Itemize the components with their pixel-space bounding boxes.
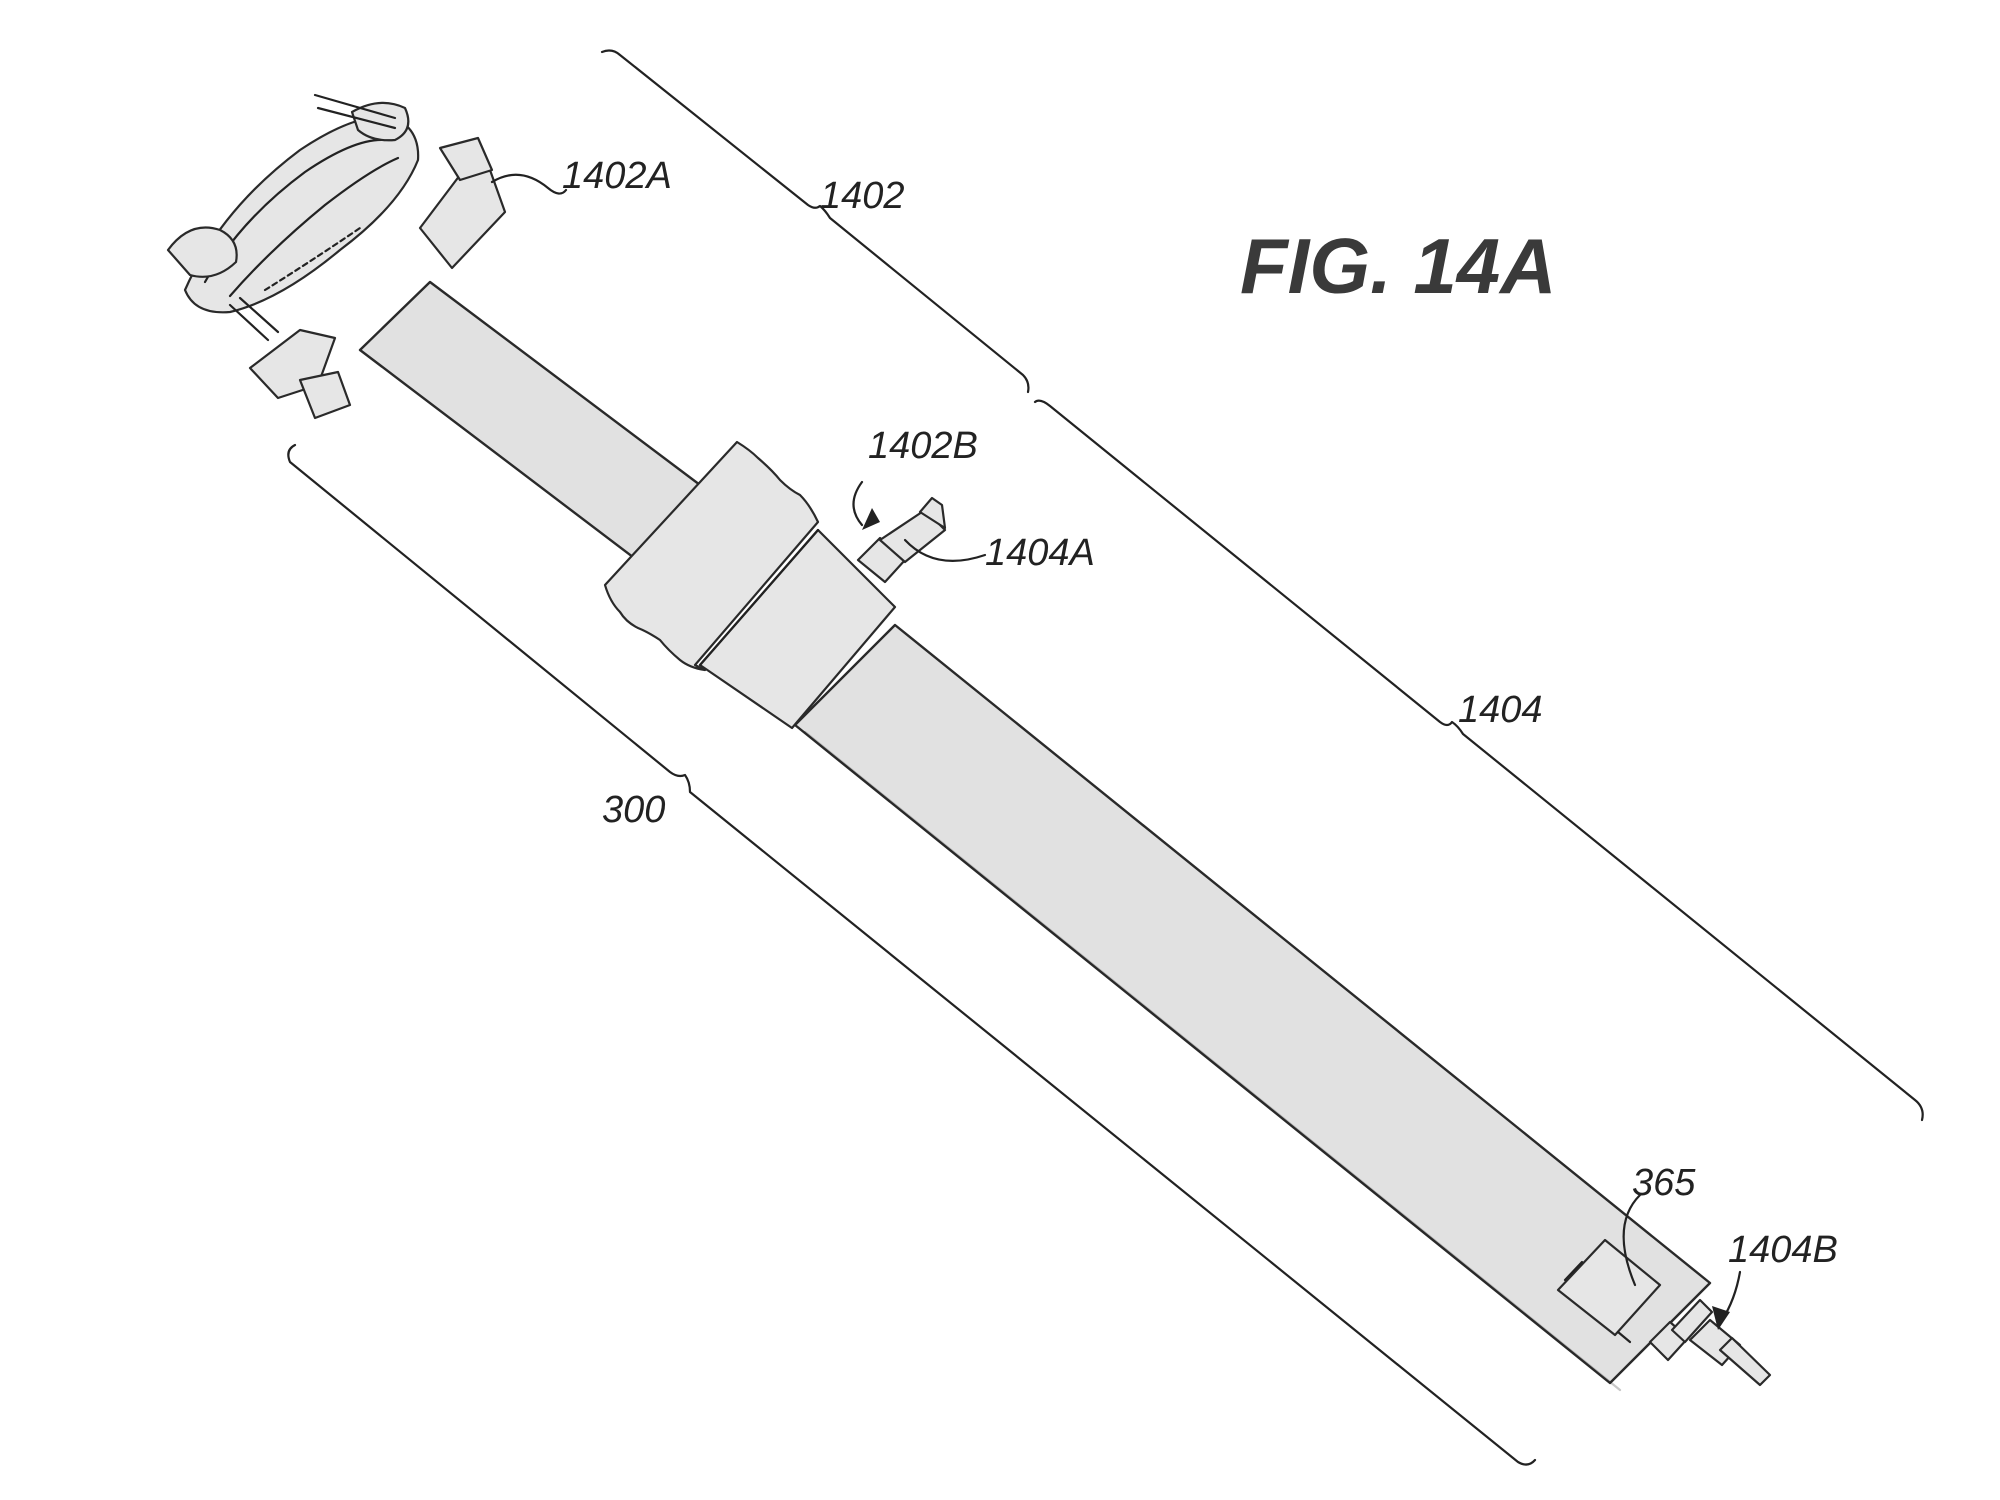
leader-1402B (854, 482, 863, 525)
label-1404B: 1404B (1728, 1229, 1838, 1271)
label-1402A: 1402A (562, 155, 672, 197)
arrow-1402B (862, 508, 880, 530)
bracket-1402 (602, 51, 1028, 392)
label-1404A: 1404A (985, 532, 1095, 574)
label-1402B: 1402B (868, 425, 978, 467)
label-365: 365 (1632, 1162, 1696, 1204)
label-1402: 1402 (820, 175, 905, 217)
label-300: 300 (602, 789, 665, 831)
lower-tube (795, 625, 1710, 1383)
label-1404: 1404 (1458, 689, 1543, 731)
figure-title: FIG. 14A (1240, 222, 1556, 310)
lower-tube-edge (805, 732, 1620, 1390)
bracket-300 (288, 445, 1535, 1465)
leader-1402A (492, 175, 566, 194)
